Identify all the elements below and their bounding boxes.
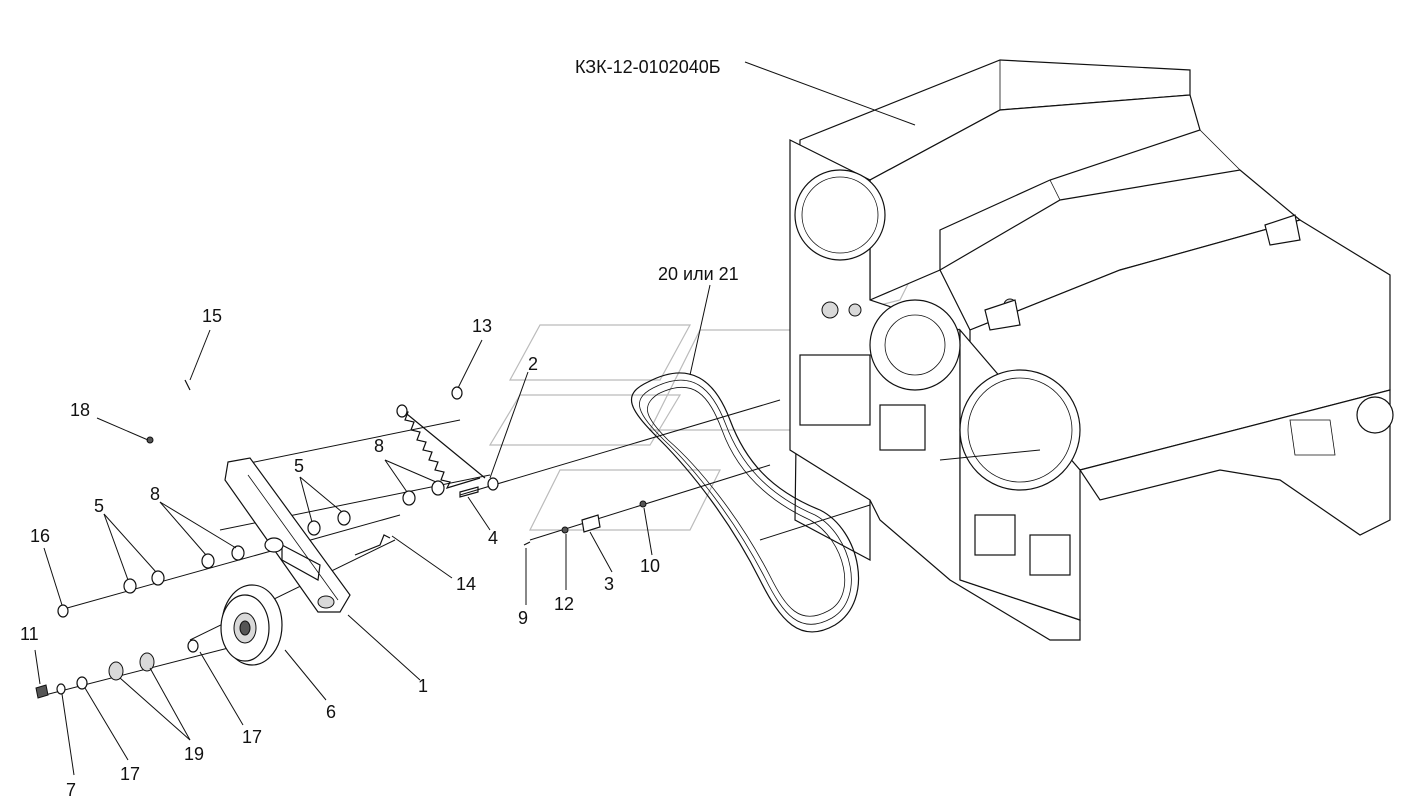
- callout-8-lower: 8: [150, 484, 160, 504]
- housing-label: КЗК-12-0102040Б: [575, 57, 721, 77]
- callout-15: 15: [202, 306, 222, 326]
- tensioner-arm: [224, 457, 351, 613]
- callout-1: 1: [418, 676, 428, 696]
- callout-5-upper: 5: [294, 456, 304, 476]
- callout-leaders: [34, 329, 653, 776]
- callout-18: 18: [70, 400, 90, 420]
- callout-2: 2: [528, 354, 538, 374]
- callout-16: 16: [30, 526, 50, 546]
- callout-10: 10: [640, 556, 660, 576]
- callout-13: 13: [472, 316, 492, 336]
- tension-spring: [396, 404, 499, 491]
- callout-11: 11: [20, 624, 39, 644]
- callout-3: 3: [604, 574, 614, 594]
- callout-14: 14: [456, 574, 476, 594]
- callout-17-right: 17: [242, 727, 262, 747]
- callout-7: 7: [66, 780, 76, 800]
- callout-numbers: 15 13 18 2 8 5 8 5 4 16 14 11 1 6 17 7 1…: [20, 306, 660, 800]
- housing-assembly: [789, 59, 1394, 641]
- callout-19: 19: [184, 744, 204, 764]
- callout-5-lower: 5: [94, 496, 104, 516]
- callout-8-upper: 8: [374, 436, 384, 456]
- callout-17-left: 17: [120, 764, 140, 784]
- drive-belt: [630, 372, 860, 633]
- callout-9: 9: [518, 608, 528, 628]
- callout-4: 4: [488, 528, 498, 548]
- hardware-items: [35, 379, 647, 699]
- callout-6: 6: [326, 702, 336, 722]
- idler-pulley: [220, 584, 283, 666]
- callout-12: 12: [554, 594, 574, 614]
- belt-label: 20 или 21: [658, 264, 739, 284]
